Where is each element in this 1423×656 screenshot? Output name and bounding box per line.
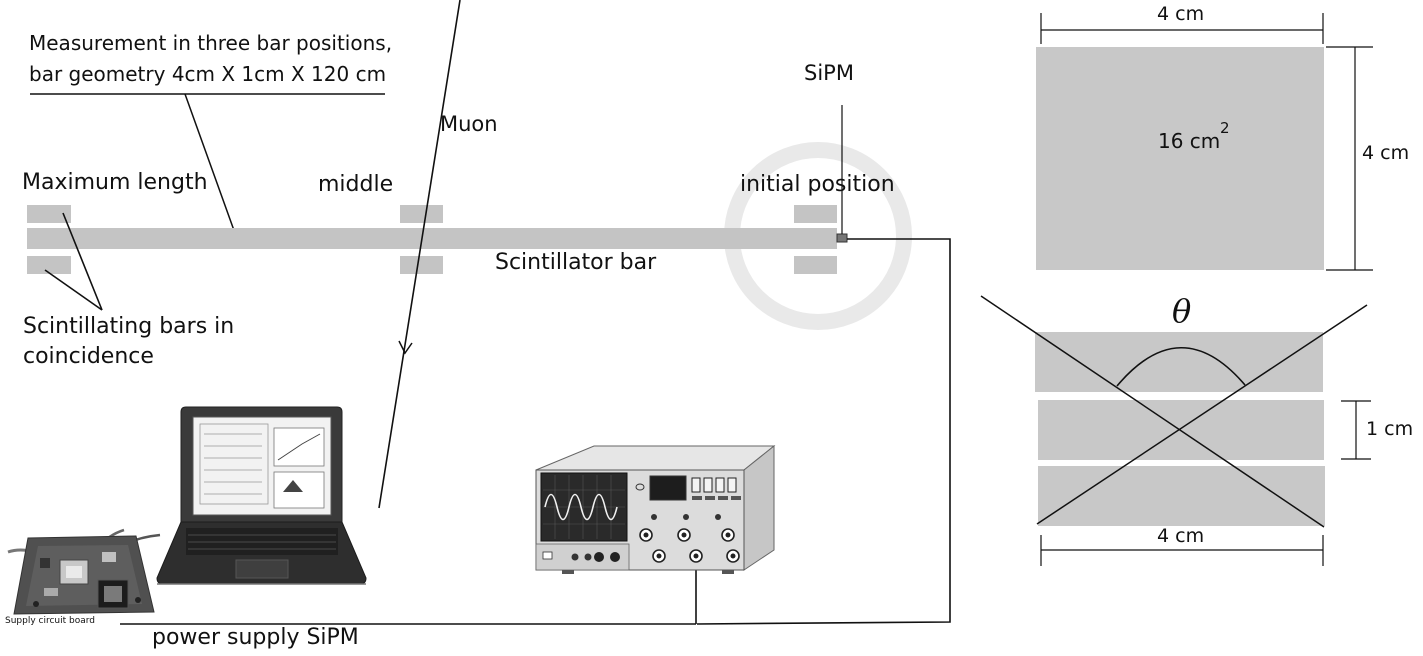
caption-leader [185, 94, 236, 236]
coincidence-bar-max-top [27, 205, 71, 223]
power-supply-label: power supply SiPM [152, 625, 359, 650]
sipm-label: SiPM [804, 61, 854, 85]
supply-board-icon [8, 530, 160, 614]
laptop-icon [157, 407, 366, 584]
muon-track [379, 0, 460, 508]
area-square [1036, 47, 1324, 270]
top-width-label: 4 cm [1157, 3, 1204, 25]
maximum-length-label: Maximum length [22, 170, 208, 195]
coincidence-bar-initial-top [794, 205, 837, 223]
sipm-sensor [837, 234, 847, 242]
middle-label: middle [318, 172, 393, 197]
coincidence-bar-max-bottom [27, 256, 71, 274]
coincidence-bar-middle-bottom [400, 256, 443, 274]
area-value-label: 16 cm [1158, 129, 1220, 153]
supply-board-label: Supply circuit board [5, 616, 95, 626]
coincidence-bar-middle-top [400, 205, 443, 223]
scintillator-bar [27, 228, 837, 249]
theta-label: θ [1172, 292, 1191, 330]
initial-position-label: initial position [740, 172, 895, 197]
coincidence-bar-initial-bottom [794, 256, 837, 274]
oscilloscope-icon [536, 446, 774, 574]
coincidence-label-line2: coincidence [23, 344, 154, 369]
side-height-label: 4 cm [1362, 142, 1409, 164]
scintillator-bar-label: Scintillator bar [495, 250, 656, 275]
muon-label: Muon [440, 112, 498, 136]
measurement-caption-line2: bar geometry 4cm X 1cm X 120 cm [29, 62, 386, 86]
measurement-caption-line1: Measurement in three bar positions, [29, 31, 392, 55]
bar-thickness-label: 1 cm [1366, 418, 1413, 440]
coincidence-label-line1: Scintillating bars in [23, 314, 234, 339]
bottom-width-label: 4 cm [1157, 525, 1204, 547]
area-exponent-label: 2 [1220, 119, 1230, 137]
